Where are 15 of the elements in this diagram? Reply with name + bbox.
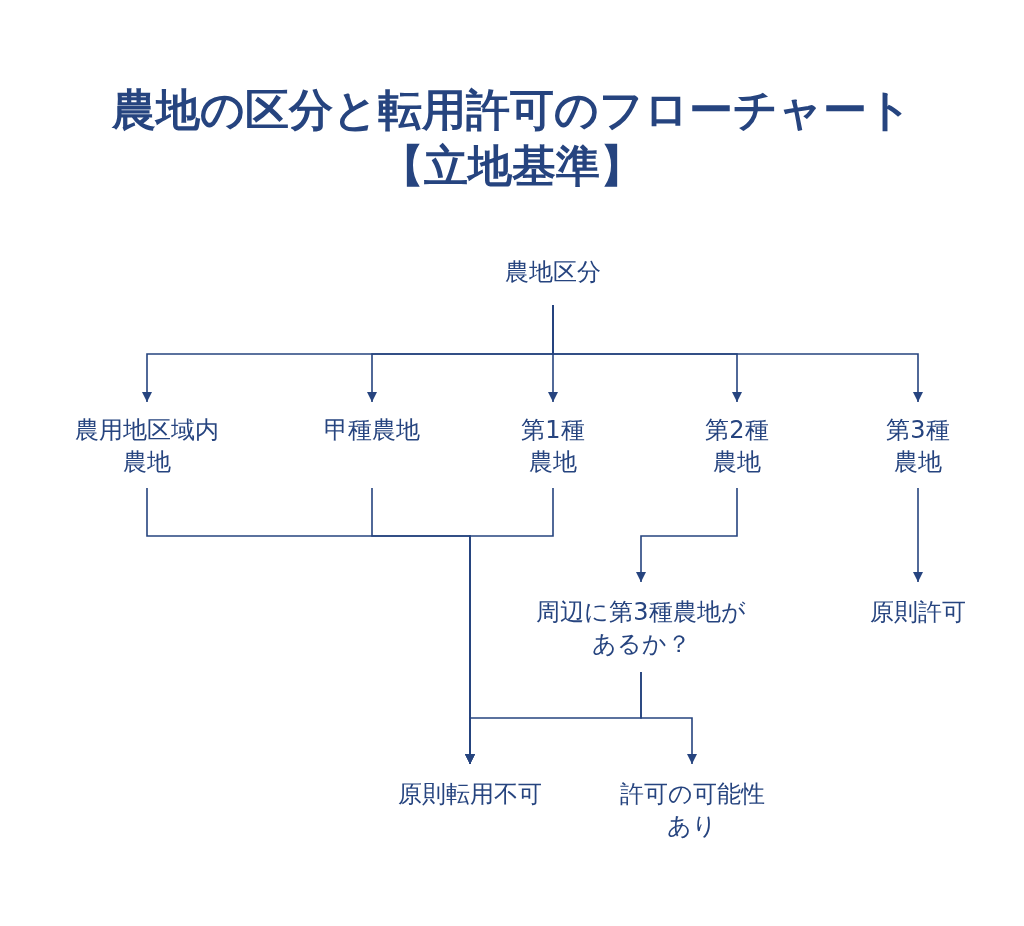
node-label: 許可の可能性あり (618, 779, 766, 842)
arrow (552, 304, 923, 403)
node-label: 甲種農地 (324, 415, 420, 446)
node-label: 第2種農地 (704, 415, 770, 478)
node-label: 原則許可 (870, 597, 966, 628)
title: 農地の区分と転用許可のフローチャート【立地基準】 (112, 83, 912, 193)
arrow (913, 487, 923, 583)
node-label: 周辺に第3種農地があるか？ (536, 597, 746, 660)
node-label: 第3種農地 (885, 415, 951, 478)
arrow (640, 671, 697, 765)
node-label: 第1種農地 (520, 415, 586, 478)
node-label: 農用地区域内農地 (74, 415, 220, 478)
node-label: 原則転用不可 (398, 779, 542, 810)
node-label: 農地区分 (505, 257, 601, 288)
arrow (636, 487, 738, 583)
